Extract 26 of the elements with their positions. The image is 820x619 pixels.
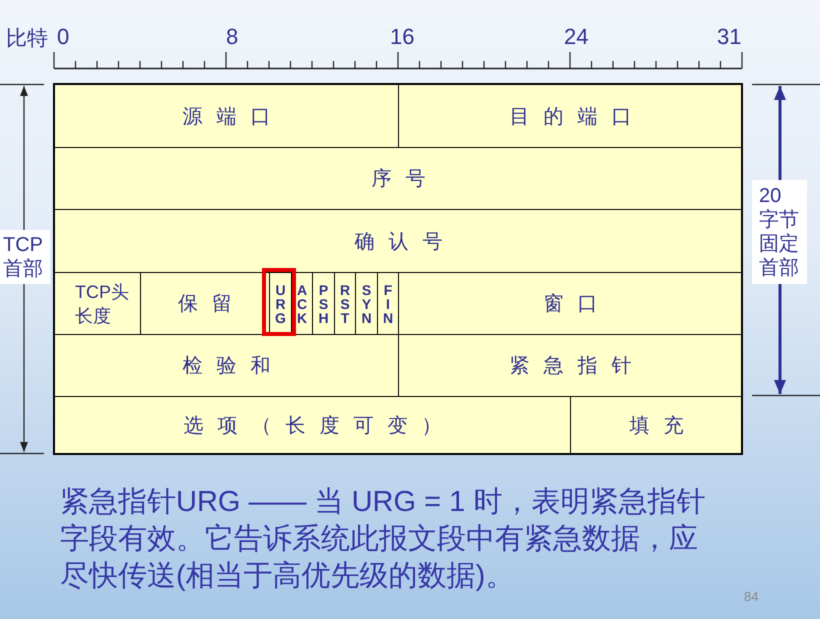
bit-number: 24 <box>564 24 588 50</box>
flag-cell: FIN <box>377 272 399 335</box>
field-cell: 窗口 <box>398 272 743 335</box>
flag-cell: URG <box>269 272 292 335</box>
axis-label: 比特 <box>6 25 48 52</box>
bit-number: 0 <box>57 24 70 50</box>
field-cell: 填充 <box>570 396 743 455</box>
field-cell: 目的端口 <box>398 84 743 148</box>
bit-number: 8 <box>226 24 238 50</box>
bit-number: 31 <box>717 24 742 50</box>
field-cell: 选项（长度可变） <box>54 396 571 455</box>
field-cell: 序号 <box>54 147 743 210</box>
field-cell: 源端口 <box>54 84 399 148</box>
field-cell: 确认号 <box>54 209 743 273</box>
dimension-label: 20字节固定首部 <box>752 180 807 284</box>
bit-number: 16 <box>390 24 414 50</box>
field-cell: 保留 <box>140 272 270 335</box>
field-cell: 紧急指针 <box>398 334 743 397</box>
dimension-label: TCP首部 <box>0 230 50 284</box>
flag-cell: PSH <box>312 272 335 335</box>
field-cell: TCP头长度 <box>54 272 141 335</box>
flag-cell: SYN <box>355 272 378 335</box>
field-cell: 检验和 <box>54 334 399 397</box>
flag-cell: RST <box>334 272 356 335</box>
page-number: 84 <box>744 589 758 604</box>
caption-text: 紧急指针URG —— 当 URG = 1 时，表明紧急指针字段有效。它告诉系统此报文段中有紧急数据，应尽快传送(相当于高优先级的数据)。 <box>60 485 706 594</box>
